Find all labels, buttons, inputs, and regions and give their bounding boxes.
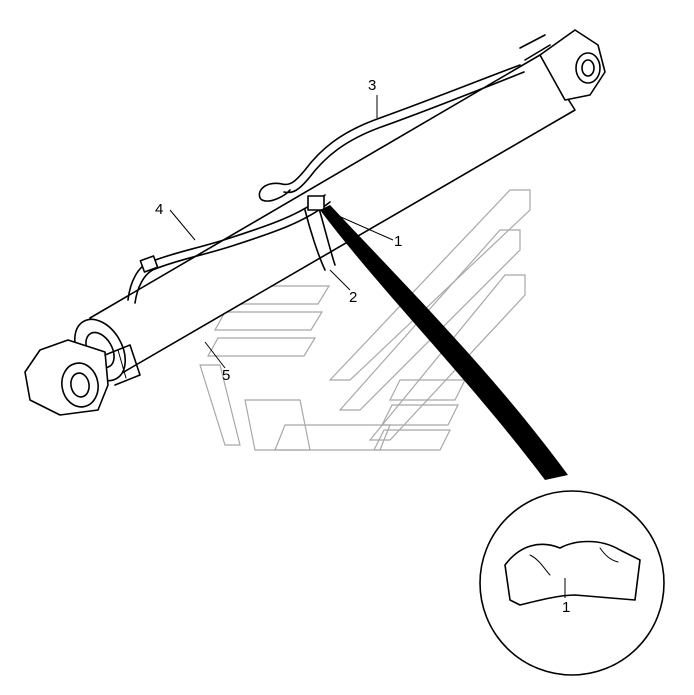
callout-3: 3 xyxy=(368,77,376,94)
callout-4: 4 xyxy=(155,201,163,218)
rod-end-eye xyxy=(24,339,109,416)
leader-lines xyxy=(169,95,566,598)
base-end-eye xyxy=(519,29,606,101)
callout-2: 2 xyxy=(349,289,357,306)
pipe-4 xyxy=(127,194,331,304)
gland-detail xyxy=(104,344,141,386)
cylinder-barrel xyxy=(73,54,576,382)
detail-circle xyxy=(479,490,665,676)
callout-1: 1 xyxy=(394,233,402,250)
pipe-3 xyxy=(258,64,525,202)
callout-5: 5 xyxy=(222,367,230,384)
detail-leader-band xyxy=(320,205,568,480)
pipe-clamp xyxy=(304,195,336,271)
detail-callout-1: 1 xyxy=(562,599,570,616)
